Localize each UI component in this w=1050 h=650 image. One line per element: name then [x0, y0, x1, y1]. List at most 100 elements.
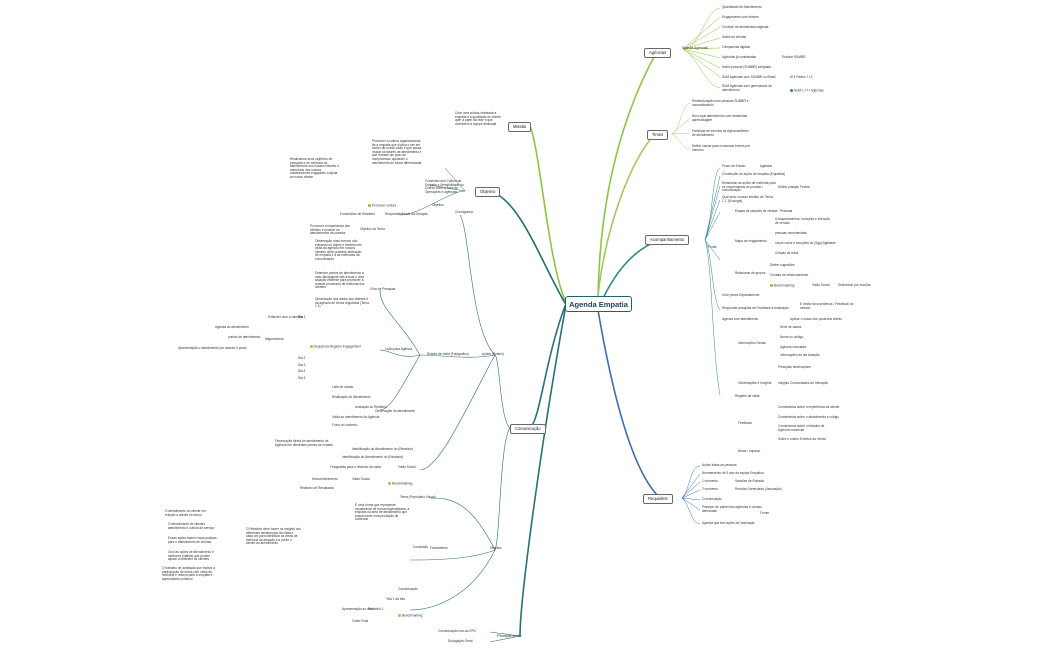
com-cronograma[interactable]: Cronograma: [455, 210, 473, 214]
acomp-extra[interactable]: pessoas reconhecidas: [775, 231, 807, 235]
req-item[interactable]: 1 momento: [702, 479, 718, 483]
acomp-item[interactable]: Responder pesquisa de Feedback à realiza…: [722, 306, 789, 310]
com-bottom[interactable]: Comunicação: [398, 587, 418, 591]
acomp-extra[interactable]: Agendar: [760, 164, 773, 168]
com-dia[interactable]: Dia 3: [298, 363, 306, 367]
com-branch[interactable]: Lição para Agência: [385, 347, 413, 351]
acomp-extra[interactable]: Registro de visita: [735, 394, 760, 398]
topic-requisitos[interactable]: Requisitos: [643, 494, 673, 504]
times-item[interactable]: Definir vacina para comunicar breves por…: [692, 144, 751, 152]
agencias-sub[interactable]: Nossas Agências: [682, 46, 709, 50]
com-dia[interactable]: Dia 2: [298, 356, 306, 360]
agencias-side[interactable]: 874 Partes ? r.2: [790, 75, 813, 79]
com-bottom[interactable]: Benchmarking: [398, 614, 422, 618]
agencias-item[interactable]: Campanhas digitais: [722, 45, 750, 49]
com-branch[interactable]: Criar de Pesquisa: [370, 287, 396, 291]
com-branch[interactable]: Formulários de Relatório: [340, 212, 375, 216]
req-side[interactable]: Fórum: [760, 511, 770, 515]
acomp-extra[interactable]: Etapas de sessões de vendas: [735, 209, 778, 213]
com-mid[interactable]: Realização do Atendimento: [332, 395, 371, 399]
acomp-item[interactable]: Construção de ações de empatia (Empática…: [722, 172, 786, 176]
acomp-item[interactable]: Relacionar de grupos: [735, 271, 766, 275]
com-tema[interactable]: Tema (Formulário Visual): [400, 495, 436, 499]
com-ident[interactable]: Identificação do Atendimento do (Relatór…: [342, 455, 404, 459]
acomp-item[interactable]: Relacionar as ações de melhoria para os …: [722, 181, 776, 193]
com-dia[interactable]: Dia 5: [298, 376, 306, 380]
acomp-extra[interactable]: Insights Comunidades de Interação: [778, 381, 829, 385]
acomp-extra[interactable]: Benchmarking: [770, 284, 794, 288]
topic-times[interactable]: Times: [647, 130, 669, 140]
acomp-item[interactable]: Mapa de engajamento: [735, 239, 767, 243]
agencias-item[interactable]: Quantidade de Atendimento: [722, 5, 762, 9]
acomp-item[interactable]: Qual será o nosso sentido de 'Tema 1.1' …: [722, 195, 773, 203]
agencias-item[interactable]: Engajamento com leitores: [722, 15, 759, 19]
agencias-item[interactable]: Agências já contratadas: [722, 55, 757, 59]
com-branch[interactable]: Objetivo do Tema: [360, 227, 385, 231]
acomp-extra[interactable]: Definir sugestões: [770, 263, 795, 267]
com-bottom[interactable]: Tela 1 da tela: [386, 597, 405, 601]
com-dia[interactable]: Dia 1: [298, 315, 306, 319]
com-fechamento[interactable]: Fechamento: [430, 546, 448, 550]
com-branch[interactable]: Responsabilidade da Geração: [385, 212, 428, 216]
acomp-item[interactable]: Criar pesos Departamento: [722, 293, 760, 297]
footer-plan[interactable]: Planejamento: [497, 633, 522, 638]
acomp-extra[interactable]: Comentários sobre o trabalho de Agência …: [778, 424, 825, 432]
com-conclusao[interactable]: Conclusão: [413, 545, 429, 549]
root-topic[interactable]: Agenda Empatia: [565, 296, 632, 312]
acomp-extra[interactable]: Comportamentos: emoções e intenção de ve…: [775, 217, 830, 225]
com-left[interactable]: Agenda do atendimento: [215, 325, 249, 329]
footer-item[interactable]: Divulgação Geral: [448, 639, 473, 643]
acomp-extra[interactable]: Visão Social: [812, 283, 830, 287]
agencias-item[interactable]: SUM Agências com gerenciador de atendime…: [722, 84, 772, 92]
com-left[interactable]: Apresentação o atendimento por acesso e …: [178, 346, 247, 350]
acomp-extra[interactable]: Informações de dia Atuação: [780, 353, 820, 357]
acomp-extra[interactable]: Nome do código: [780, 335, 804, 339]
times-item[interactable]: Reestruturação com pessoas SUMBR e comun…: [692, 99, 749, 107]
com-mid[interactable]: Mapeamento: [265, 337, 284, 341]
acomp-extra[interactable]: E nesta nova sentença / Feedback do cená…: [800, 302, 854, 310]
footer-item[interactable]: Comunicação com as EPC: [438, 629, 477, 633]
acomp-extra[interactable]: Selecionar por escolha: [838, 283, 871, 287]
com-branch[interactable]: Sequência Registro Engagement: [310, 345, 361, 349]
acomp-item[interactable]: Agenda com atendimento: [722, 317, 759, 321]
req-item[interactable]: 2 momento: [702, 487, 718, 491]
acomp-extra[interactable]: Nível de dados: [780, 325, 802, 329]
req-item[interactable]: Comunicação: [702, 497, 722, 501]
agencias-side[interactable]: SUM 1.??? Agências: [790, 89, 824, 93]
req-side[interactable]: Sessões de Entrada: [735, 479, 764, 483]
com-relatorio[interactable]: Relatório de Resultados: [300, 486, 335, 490]
agencias-item[interactable]: Índice de vendas: [722, 35, 747, 39]
acomp-extra[interactable]: Observações e Insights: [738, 381, 772, 385]
agencias-item[interactable]: SUM Agências com SUMBR no Brasil: [722, 75, 776, 79]
com-bottom[interactable]: Relatório 1: [368, 607, 384, 611]
req-item[interactable]: Agenda que tem ações de Vacinação: [702, 521, 755, 525]
com-benchmarking[interactable]: Benchmarking: [388, 482, 412, 486]
acomp-extra[interactable]: Aplicar o nosso dos possíveis clients: [790, 317, 842, 321]
acomp-extra[interactable]: Portal: [708, 245, 717, 249]
req-side[interactable]: Revisão Gerenciada (Vacinação): [735, 487, 782, 491]
com-branch[interactable]: Objetivo: [490, 546, 502, 550]
acomp-extra[interactable]: novos ciclos e emoções do (Sgp) Agilidad…: [775, 241, 836, 245]
acomp-extra[interactable]: Áreas / Impacto: [738, 449, 761, 453]
com-session[interactable]: Visita ao atendimento da Agência: [332, 415, 380, 419]
topic-missao[interactable]: Missão: [508, 122, 532, 132]
topic-comunicacao[interactable]: Comunicação: [510, 424, 546, 434]
req-item[interactable]: Planejar um painel das agências e nossas…: [702, 505, 762, 513]
com-acoes[interactable]: Ações (Roteiro): [482, 352, 505, 356]
acomp-extra[interactable]: Comentários sobre a experiência da clien…: [778, 405, 840, 409]
req-item[interactable]: Nomeamento de 5 ano da equipe Empática: [702, 471, 764, 475]
com-mid[interactable]: Lista de coisas: [332, 385, 354, 389]
acomp-extra[interactable]: Comentários sobre o atendimento e código: [778, 415, 839, 419]
com-left[interactable]: pontos de atendimento: [228, 335, 261, 339]
com-session[interactable]: Observação do atendimento: [375, 409, 416, 413]
acomp-extra[interactable]: Definir posição Fechar: [778, 185, 810, 189]
com-foto[interactable]: Fotografias para o relatório da visita: [330, 465, 381, 469]
com-bottom[interactable]: Vídeo Final: [352, 619, 369, 623]
times-item[interactable]: Participar de eventos de Agências/times …: [692, 129, 749, 137]
com-branch[interactable]: Objetivo: [432, 203, 444, 207]
agencias-item[interactable]: Controle de atendimento/agenda: [722, 25, 769, 29]
topic-objetivo[interactable]: Objetivo: [475, 187, 501, 197]
com-left[interactable]: Entender com a clientela: [268, 315, 304, 319]
topic-acompanhamento[interactable]: Acompanhamento: [645, 235, 689, 245]
req-item[interactable]: Ações todas as pessoas: [702, 463, 737, 467]
